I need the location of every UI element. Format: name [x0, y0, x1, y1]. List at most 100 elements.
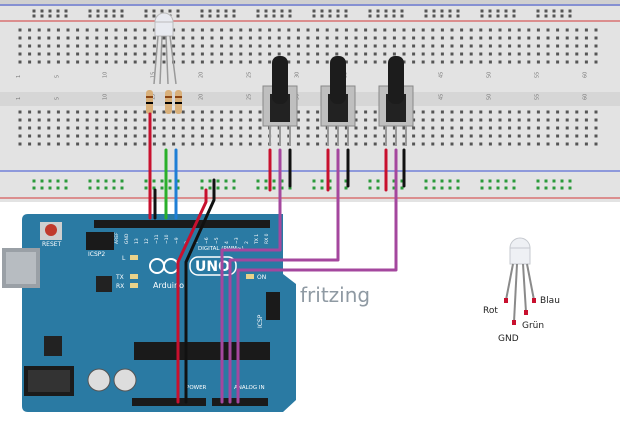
breadboard-hole — [320, 9, 324, 13]
breadboard-hole — [114, 36, 118, 40]
potentiometer[interactable] — [262, 56, 298, 146]
digital-pin-label: ~10 — [164, 234, 170, 244]
breadboard-hole — [229, 110, 233, 114]
breadboard-hole — [440, 52, 444, 56]
digital-pin-label: 2 — [244, 241, 250, 244]
breadboard-hole — [488, 14, 492, 18]
breadboard-hole — [256, 9, 260, 13]
breadboard-hole — [560, 179, 564, 183]
breadboard-hole — [368, 9, 372, 13]
breadboard-hole — [210, 126, 214, 130]
breadboard-hole — [354, 28, 358, 32]
breadboard-hole — [232, 186, 236, 190]
breadboard-hole — [280, 9, 284, 13]
breadboard-hole — [384, 9, 388, 13]
breadboard-hole — [556, 142, 560, 146]
breadboard-hole — [354, 52, 358, 56]
breadboard-hole — [560, 186, 564, 190]
breadboard-hole — [48, 9, 52, 13]
breadboard-hole — [258, 118, 262, 122]
breadboard-hole — [448, 179, 452, 183]
breadboard-hole — [325, 36, 329, 40]
breadboard-hole — [312, 186, 316, 190]
potentiometer[interactable] — [378, 56, 414, 146]
breadboard-hole — [488, 28, 492, 32]
breadboard-hole — [248, 52, 252, 56]
breadboard-hole — [239, 28, 243, 32]
breadboard-hole — [584, 28, 588, 32]
breadboard-hole — [37, 134, 41, 138]
breadboard-hole — [450, 60, 454, 64]
breadboard-hole — [544, 186, 548, 190]
wires — [148, 112, 406, 404]
breadboard-hole — [258, 126, 262, 130]
breadboard-hole — [335, 28, 339, 32]
breadboard-hole — [450, 36, 454, 40]
breadboard-hole — [56, 118, 60, 122]
breadboard-hole — [421, 44, 425, 48]
breadboard-hole — [48, 14, 52, 18]
digital-pin-label: ~11 — [154, 234, 160, 244]
digital-pin-label: ~6 — [204, 237, 210, 244]
breadboard-hole — [232, 179, 236, 183]
breadboard-hole — [373, 110, 377, 114]
breadboard-hole — [124, 126, 128, 130]
breadboard-hole — [220, 44, 224, 48]
breadboard-hole — [66, 134, 70, 138]
breadboard-hole — [210, 110, 214, 114]
breadboard-hole — [517, 134, 521, 138]
breadboard-hole — [508, 36, 512, 40]
breadboard-hole — [383, 134, 387, 138]
breadboard-hole — [37, 126, 41, 130]
breadboard-hole — [143, 126, 147, 130]
breadboard-hole — [162, 118, 166, 122]
breadboard-hole — [316, 134, 320, 138]
breadboard-hole — [37, 142, 41, 146]
breadboard-hole — [373, 28, 377, 32]
breadboard-hole — [440, 126, 444, 130]
breadboard-hole — [104, 60, 108, 64]
breadboard-hole — [176, 186, 180, 190]
breadboard-hole — [76, 110, 80, 114]
breadboard-hole — [431, 118, 435, 122]
breadboard-hole — [440, 179, 444, 183]
breadboard-hole — [258, 142, 262, 146]
breadboard-hole — [248, 44, 252, 48]
breadboard-hole — [124, 134, 128, 138]
breadboard-hole — [412, 60, 416, 64]
breadboard-hole — [368, 14, 372, 18]
breadboard-hole — [208, 186, 212, 190]
breadboard-hole — [296, 118, 300, 122]
breadboard-hole — [383, 142, 387, 146]
breadboard-hole — [508, 142, 512, 146]
reset-label: RESET — [42, 241, 62, 248]
breadboard-hole — [517, 126, 521, 130]
breadboard-hole — [85, 110, 89, 114]
potentiometer[interactable] — [320, 56, 356, 146]
breadboard-hole — [264, 14, 268, 18]
breadboard-hole — [364, 142, 368, 146]
breadboard-hole — [85, 126, 89, 130]
breadboard-hole — [575, 126, 579, 130]
breadboard-hole — [200, 14, 204, 18]
breadboard-hole — [152, 179, 156, 183]
breadboard-hole — [383, 126, 387, 130]
breadboard-row-number: 60 — [582, 72, 588, 78]
breadboard-hole — [172, 126, 176, 130]
breadboard-hole — [66, 126, 70, 130]
breadboard-hole — [133, 36, 137, 40]
breadboard-hole — [296, 126, 300, 130]
breadboard-hole — [498, 110, 502, 114]
breadboard-hole — [335, 126, 339, 130]
breadboard-hole — [220, 118, 224, 122]
breadboard-hole — [546, 60, 550, 64]
breadboard-hole — [85, 44, 89, 48]
breadboard-hole — [546, 44, 550, 48]
breadboard-hole — [460, 126, 464, 130]
breadboard-hole — [450, 28, 454, 32]
breadboard-hole — [152, 36, 156, 40]
breadboard-hole — [88, 14, 92, 18]
breadboard-hole — [504, 14, 508, 18]
breadboard-hole — [95, 134, 99, 138]
breadboard-hole — [504, 186, 508, 190]
